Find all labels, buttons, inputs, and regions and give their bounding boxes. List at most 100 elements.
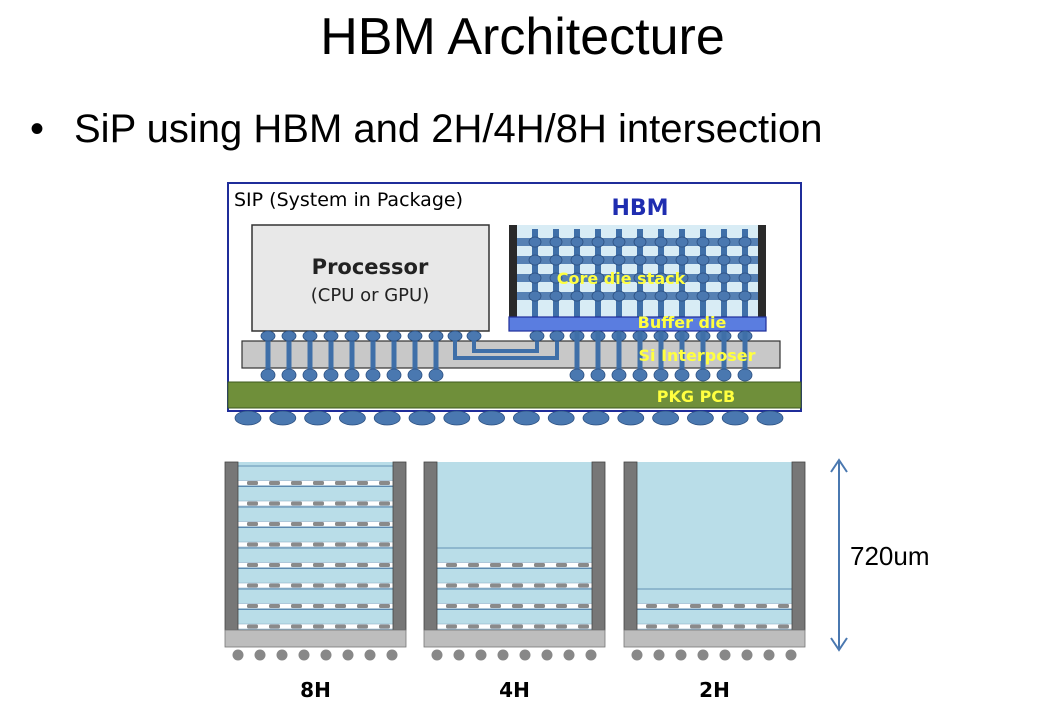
package-solder-ball — [269, 410, 297, 426]
stack-bump — [291, 563, 302, 567]
package-solder-ball — [547, 410, 575, 426]
stack-bump — [512, 583, 523, 588]
hbm-microbump — [529, 330, 545, 342]
interposer-c4-bump — [695, 368, 711, 382]
stack-bump — [712, 624, 723, 629]
height-arrow-top — [830, 458, 848, 473]
package-solder-ball — [652, 410, 679, 426]
stack-bump — [269, 604, 280, 608]
stack-solder-ball — [785, 649, 797, 661]
processor-die — [251, 224, 490, 332]
core-die-stack-label: Core die stack — [557, 269, 686, 288]
microbump — [528, 272, 542, 284]
stack-base — [623, 629, 806, 648]
package-solder-ball — [756, 410, 784, 426]
microbump — [738, 236, 752, 248]
microbump — [738, 272, 752, 284]
hbm-pillar — [658, 332, 664, 376]
stack-solder-ball — [254, 649, 266, 661]
microbump — [549, 254, 563, 266]
microbump — [612, 290, 626, 302]
processor-pillar — [349, 332, 355, 376]
stack-bump — [269, 563, 280, 567]
microbump — [696, 254, 710, 266]
stack-bump — [357, 604, 368, 608]
interposer-c4-bump — [302, 368, 318, 382]
microbump — [570, 236, 584, 248]
stack-right-wall — [791, 461, 806, 631]
stack-solder-ball — [653, 649, 665, 661]
stack-label: 2H — [699, 678, 730, 702]
stack-bump — [512, 563, 523, 567]
stack-bump — [512, 624, 523, 629]
stack-bump — [357, 501, 368, 506]
interposer-c4-bump — [323, 368, 339, 382]
processor-microbump — [344, 330, 360, 342]
bullet-text: SiP using HBM and 2H/4H/8H intersection — [74, 107, 823, 151]
hbm-core-die-stack — [509, 225, 766, 317]
processor-pillar — [265, 332, 271, 376]
stack-bump — [269, 542, 280, 547]
stack-bump — [247, 604, 258, 608]
microbump — [612, 272, 626, 284]
stack-bump — [690, 604, 701, 608]
stack-bump — [490, 604, 501, 608]
stack-bump — [578, 604, 589, 608]
microbump — [717, 272, 731, 284]
microbump — [738, 290, 752, 302]
stack-bump — [446, 604, 457, 608]
si-interposer-label: Si Interposer — [638, 346, 755, 365]
hbm-label: HBM — [611, 196, 668, 221]
stack-solder-ball — [453, 649, 465, 661]
stack-bump — [468, 583, 479, 588]
stack-bump — [357, 481, 368, 485]
stack-2h: 2H — [623, 461, 806, 702]
stack-bump — [734, 604, 745, 608]
hbm-microbump — [549, 330, 565, 342]
stack-left-wall — [224, 461, 239, 631]
interposer-c4-bump — [407, 368, 423, 382]
stack-bump — [512, 604, 523, 608]
stack-bump — [335, 501, 346, 506]
microbump — [675, 290, 689, 302]
stack-bump — [379, 542, 390, 547]
stack-solder-ball — [342, 649, 354, 661]
microbump — [717, 254, 731, 266]
stack-solder-ball — [519, 649, 531, 661]
stack-bump — [313, 501, 324, 506]
microbump — [654, 290, 668, 302]
bullet-point: •SiP using HBM and 2H/4H/8H intersection — [30, 104, 823, 154]
stack-8h: 8H — [224, 461, 407, 702]
processor-pillar — [412, 332, 418, 376]
microbump — [633, 236, 647, 248]
processor-pillar — [433, 332, 439, 376]
stack-solder-ball — [719, 649, 731, 661]
microbump — [633, 254, 647, 266]
stack-bump — [756, 624, 767, 629]
stack-bump — [446, 583, 457, 588]
stack-bump — [379, 522, 390, 526]
slide-title: HBM Architecture — [320, 8, 725, 66]
package-solder-ball — [338, 410, 366, 426]
microbump — [696, 272, 710, 284]
interposer-c4-bump — [365, 368, 381, 382]
stack-bump — [534, 604, 545, 608]
stack-bump — [468, 563, 479, 567]
sip-bump-group — [234, 330, 784, 426]
stack-bump — [646, 604, 657, 608]
microbump — [570, 290, 584, 302]
stack-bump — [335, 604, 346, 608]
stack-bump — [357, 522, 368, 526]
stack-bump — [291, 604, 302, 608]
stack-bump — [335, 563, 346, 567]
pkg-pcb-label: PKG PCB — [657, 387, 736, 406]
package-solder-ball — [304, 410, 332, 426]
microbump — [570, 272, 584, 284]
stack-label: 4H — [499, 678, 530, 702]
microbump — [549, 290, 563, 302]
stack-bump — [712, 604, 723, 608]
microbump — [612, 254, 626, 266]
stack-solder-ball — [386, 649, 398, 661]
sip-label: SIP (System in Package) — [234, 189, 463, 211]
package-solder-ball — [234, 410, 262, 426]
